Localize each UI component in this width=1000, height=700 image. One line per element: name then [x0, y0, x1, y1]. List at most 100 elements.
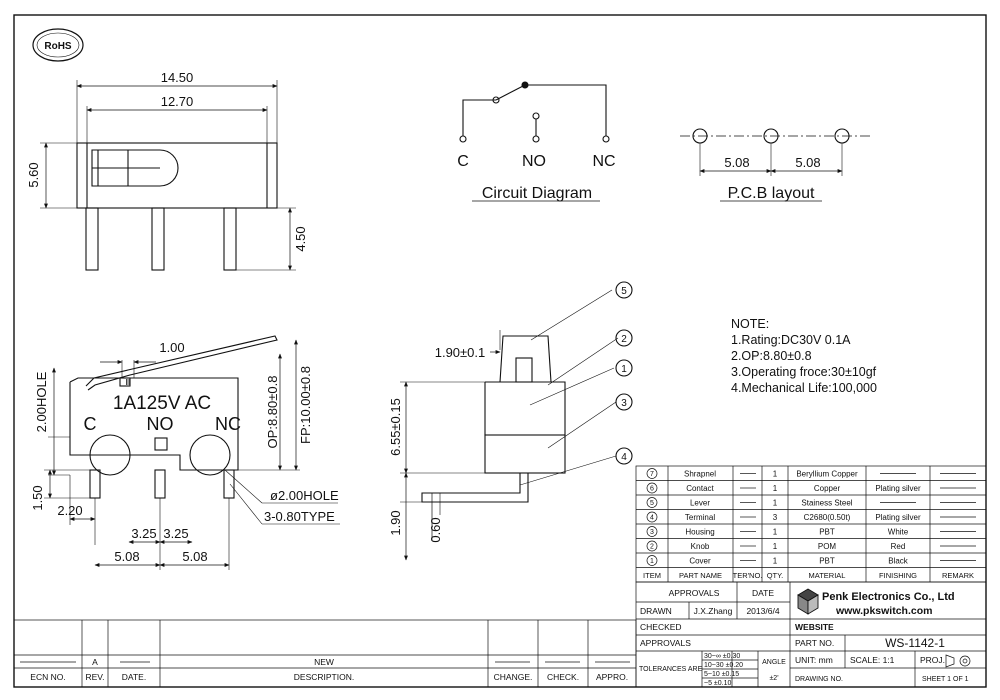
side-dim-thickness: 0.60 — [428, 517, 443, 542]
bom-material: POM — [818, 542, 837, 551]
circuit-nc: NC — [592, 153, 615, 170]
tb-scale: SCALE: 1:1 — [850, 655, 895, 665]
rohs-logo: RoHS — [32, 28, 84, 62]
bom-finishing: White — [888, 528, 909, 537]
dim-pin-offset: 2.20 — [57, 503, 82, 518]
bom-part-name: Housing — [685, 528, 714, 537]
tb-sheet: SHEET 1 OF 1 — [922, 676, 969, 683]
bom-table — [635, 465, 987, 583]
dim-width-total: 14.50 — [161, 70, 194, 85]
rev-new: NEW — [314, 657, 334, 667]
bom-finishing: Red — [891, 542, 906, 551]
title-block — [635, 581, 987, 688]
bom-part-name: Contact — [686, 484, 714, 493]
side-dim-height: 6.55±0.15 — [388, 398, 403, 456]
bom-part-name: Cover — [689, 557, 711, 566]
note-2: 2.OP:8.80±0.8 — [731, 349, 812, 363]
tb-unit: UNIT: mm — [795, 655, 833, 665]
rev-change: CHANGE. — [494, 672, 533, 682]
tb-tol-1: 30~∞ ±0.30 — [704, 653, 740, 660]
bom-material: C2680(0.50t) — [804, 513, 851, 522]
dim-pin-length: 4.50 — [293, 226, 308, 251]
rev-ecn: ECN NO. — [30, 672, 65, 682]
tb-tol-4: ~5 ±0.10 — [704, 680, 731, 687]
rev-date: DATE. — [122, 672, 146, 682]
bom-part-name: Knob — [691, 542, 710, 551]
bom-material: PBT — [819, 557, 835, 566]
note-4: 4.Mechanical Life:100,000 — [731, 381, 877, 395]
pcb-title: P.C.B layout — [728, 185, 815, 202]
mark-symbol: Ⅲ — [125, 378, 131, 387]
bom-item-number: 3 — [650, 529, 654, 536]
bom-qty: 1 — [773, 542, 778, 551]
bom-qty: 1 — [773, 499, 778, 508]
label-no: NO — [147, 414, 174, 434]
callout-hole: ø2.00HOLE — [270, 488, 339, 503]
bom-finishing: Plating silver — [875, 513, 921, 522]
bom-header-2: PART NAME — [679, 571, 722, 580]
tb-drawn-by: J.X.Zhang — [694, 606, 733, 616]
tb-approvals-2: APPROVALS — [640, 638, 691, 648]
tb-date: DATE — [752, 588, 774, 598]
dim-spacing-2: 5.08 — [182, 549, 207, 564]
rev-rev: REV. — [85, 672, 104, 682]
bom-part-name: Lever — [690, 499, 710, 508]
callout-type: 3-0.80TYPE — [264, 509, 335, 524]
tb-company: Penk Electronics Co., Ltd — [822, 591, 955, 603]
bom-item-balloon — [646, 511, 658, 523]
top-view — [40, 80, 296, 271]
rev-check: CHECK. — [547, 672, 579, 682]
bom-part-name: Shrapnel — [684, 470, 716, 479]
side-dim-top: 1.90±0.1 — [435, 345, 486, 360]
bom-item-balloon — [646, 482, 658, 494]
side-dim-bottom: 1.90 — [388, 510, 403, 535]
tb-tol-3: 5~10 ±0.15 — [704, 671, 739, 678]
tb-drawn-date: 2013/6/4 — [746, 606, 779, 616]
bom-header-7: REMARK — [942, 571, 974, 580]
bom-qty: 3 — [773, 513, 778, 522]
revision-block — [13, 619, 637, 688]
bom-item-number: 2 — [650, 544, 654, 551]
rev-description: DESCRIPTION. — [294, 672, 354, 682]
notes: NOTE: 1.Rating:DC30V 0.1A 2.OP:8.80±0.8 … — [731, 317, 877, 395]
pcb-dim-1: 5.08 — [724, 155, 749, 170]
bom-material: Stainess Steel — [801, 499, 852, 508]
bom-finishing: Plating silver — [875, 484, 921, 493]
projection-symbol-icon — [945, 654, 971, 668]
dim-spacing-1: 5.08 — [114, 549, 139, 564]
side-view — [400, 281, 633, 561]
rev-a: A — [92, 657, 98, 667]
circuit-c: C — [457, 153, 469, 170]
bom-qty: 1 — [773, 470, 778, 479]
bom-item-balloon — [646, 468, 658, 479]
bom-header-6: FINISHING — [879, 571, 917, 580]
dim-hole: 2.00HOLE — [34, 371, 49, 432]
bom-qty: 1 — [773, 484, 778, 493]
pcb-dim-2: 5.08 — [795, 155, 820, 170]
circuit-no: NO — [522, 153, 546, 170]
company-logo — [797, 588, 819, 615]
bom-item-number: 7 — [650, 471, 654, 478]
tb-url: www.pkswitch.com — [835, 605, 932, 617]
bom-qty: 1 — [773, 528, 778, 537]
pcb-layout — [680, 128, 870, 202]
dim-width-inner: 12.70 — [161, 94, 194, 109]
tb-angle-value: ±2' — [769, 675, 778, 682]
tb-tol-2: 10~30 ±0.20 — [704, 662, 743, 669]
bom-item-balloon — [646, 526, 658, 537]
bom-material: PBT — [819, 528, 835, 537]
note-1: 1.Rating:DC30V 0.1A — [731, 333, 851, 347]
dim-lever-offset: 1.00 — [159, 340, 184, 355]
circuit-diagram — [459, 81, 610, 202]
bom-item-balloon — [646, 540, 658, 552]
tb-approvals: APPROVALS — [669, 588, 720, 598]
bom-header-4: QTY. — [767, 571, 784, 580]
tb-website: WEBSITE — [795, 622, 834, 632]
tb-part-no: WS-1142-1 — [885, 636, 945, 650]
balloon-2: 2 — [621, 334, 627, 345]
label-nc: NC — [215, 414, 241, 434]
tb-checked: CHECKED — [640, 622, 682, 632]
rohs-text: RoHS — [44, 41, 72, 52]
bom-item-number: 1 — [650, 558, 654, 565]
